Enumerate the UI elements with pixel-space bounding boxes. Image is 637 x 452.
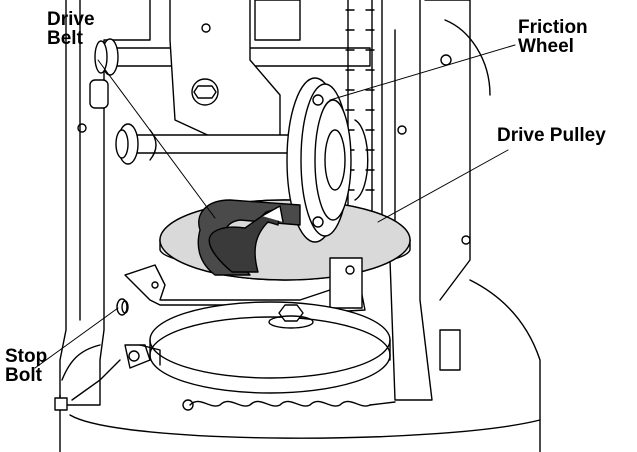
left-linkage bbox=[54, 344, 161, 411]
tension-spring bbox=[182, 399, 396, 411]
friction-wheel bbox=[286, 77, 369, 243]
lower-bracket bbox=[124, 257, 366, 313]
leader-lines bbox=[34, 44, 516, 369]
leader-friction-wheel bbox=[329, 44, 516, 101]
stop-bolt-part bbox=[116, 298, 129, 316]
left-frame-plate bbox=[59, 0, 151, 406]
leader-drive-pulley bbox=[377, 149, 509, 223]
top-bracket bbox=[169, 0, 301, 151]
lower-pulley bbox=[149, 301, 391, 394]
stop-bolt-label: Stop Bolt bbox=[5, 346, 48, 386]
leader-drive-belt bbox=[97, 59, 216, 219]
leader-stop-bolt bbox=[34, 307, 119, 369]
right-frame-plate bbox=[381, 0, 491, 401]
friction-wheel-label: Friction Wheel bbox=[518, 17, 588, 57]
drive-belt bbox=[197, 199, 301, 276]
drive-pulley-label: Drive Pulley bbox=[497, 125, 606, 146]
lower-shaft bbox=[115, 123, 321, 165]
drive-belt-label: Drive Belt bbox=[47, 9, 95, 49]
sprocket-chain bbox=[345, 0, 375, 221]
housing-base bbox=[59, 279, 541, 452]
